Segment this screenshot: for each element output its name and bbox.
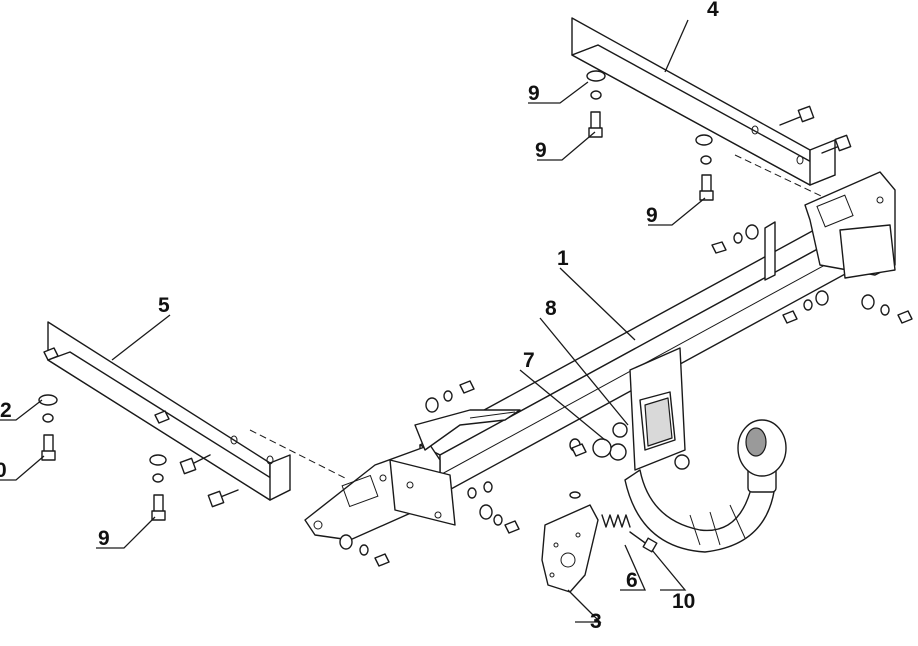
- callout-10: 10: [672, 590, 695, 613]
- socket-plate: [541, 491, 599, 593]
- main-beam: [304, 171, 896, 541]
- callout-0: 0: [0, 459, 7, 482]
- callout-3: 3: [590, 610, 602, 633]
- callout-1: 1: [557, 247, 569, 270]
- callout-9: 9: [98, 527, 110, 550]
- neck-ball: [592, 347, 787, 553]
- callouts: 4 9 9 9 1 5 8 7 2 0 9 6 10 3: [0, 0, 719, 633]
- callout-4: 4: [707, 0, 719, 21]
- callout-12: 9: [528, 82, 540, 105]
- fasteners: [38, 70, 913, 567]
- callout-9: 9: [535, 139, 547, 162]
- callout-8: 8: [545, 297, 557, 320]
- callout-7: 7: [523, 349, 535, 372]
- bracket-left: [43, 321, 346, 501]
- spring-and-bolt: [601, 514, 658, 553]
- callout-5: 5: [158, 294, 170, 317]
- leader-lines: [0, 19, 706, 623]
- callout-2: 2: [0, 399, 12, 422]
- callout-9: 9: [646, 204, 658, 227]
- callout-6: 6: [626, 569, 638, 592]
- bracket-right: [571, 17, 841, 206]
